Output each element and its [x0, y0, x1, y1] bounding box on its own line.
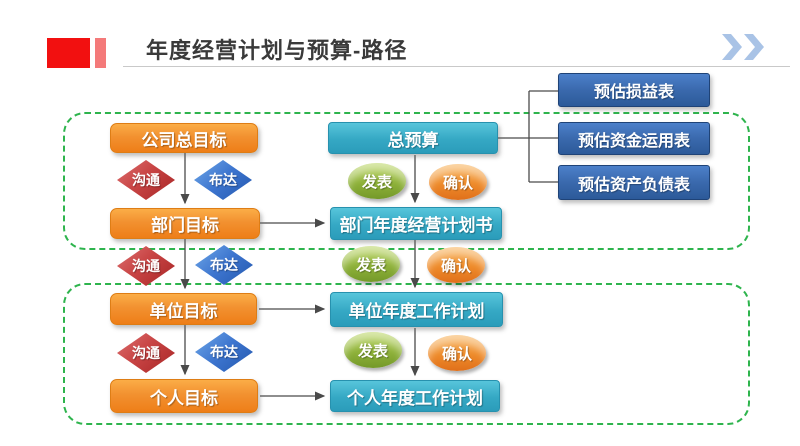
node-personal-plan: 个人年度工作计划	[330, 380, 500, 412]
node-unit-goal: 单位目标	[110, 293, 257, 325]
double-chevron-right-icon	[722, 34, 764, 60]
logo-red-square	[47, 38, 90, 68]
node-dept-goal: 部门目标	[110, 208, 260, 239]
dashed-region-top	[63, 112, 750, 250]
ellipse-publish-1: 发表	[348, 163, 406, 199]
ellipse-publish-2: 发表	[342, 246, 400, 282]
node-company-goal: 公司总目标	[110, 123, 258, 153]
ellipse-publish-3: 发表	[344, 332, 402, 368]
dashed-region-bottom	[63, 283, 750, 425]
node-est-balance-sheet: 预估资产负债表	[558, 165, 710, 200]
node-est-fund-usage: 预估资金运用表	[558, 122, 710, 155]
node-unit-plan: 单位年度工作计划	[330, 292, 503, 327]
node-total-budget: 总预算	[328, 122, 498, 154]
node-dept-plan: 部门年度经营计划书	[330, 207, 502, 240]
header-divider	[123, 66, 790, 67]
node-personal-goal: 个人目标	[110, 379, 258, 413]
ellipse-confirm-2: 确认	[427, 247, 485, 283]
node-est-income-statement: 预估损益表	[558, 73, 710, 107]
logo-red-bar	[95, 38, 106, 68]
ellipse-confirm-1: 确认	[429, 164, 487, 200]
ellipse-confirm-3: 确认	[428, 335, 486, 371]
page-title: 年度经营计划与预算-路径	[146, 38, 408, 63]
